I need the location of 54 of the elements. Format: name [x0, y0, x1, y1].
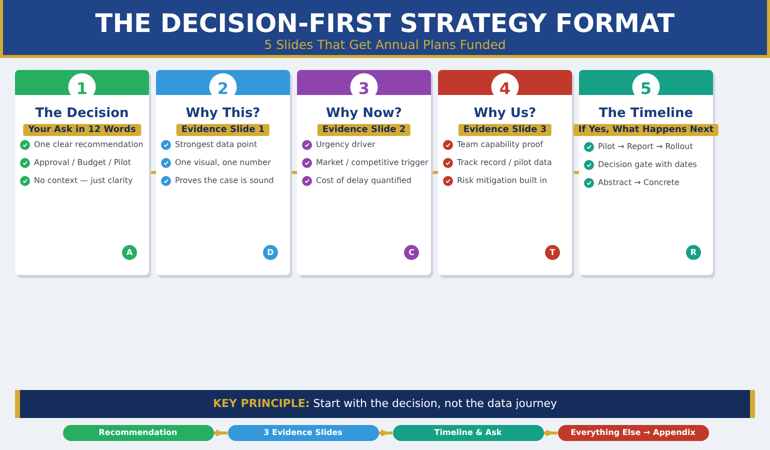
slide-card	[297, 70, 431, 275]
flow-step-pill: 3 Evidence Slides	[228, 425, 378, 441]
bullet-text: Abstract → Concrete	[598, 178, 680, 188]
bullet-text: One clear recommendation	[34, 140, 144, 150]
arrow	[378, 430, 392, 436]
arrow	[214, 430, 228, 436]
letter-badge: T	[545, 245, 560, 260]
section-tag: Evidence Slide 1	[176, 124, 270, 136]
bullet-text: Strongest data point	[175, 140, 258, 150]
flow-step-pill: Timeline & Ask	[392, 425, 544, 441]
flow-step-pill: Everything Else → Appendix	[558, 425, 708, 441]
card-title: Why Now?	[326, 106, 402, 122]
card-title: Why This?	[186, 106, 260, 122]
step-number: 5	[632, 73, 660, 95]
flow-step-pill: Recommendation	[62, 425, 214, 441]
bullet-text: Proves the case is sound	[175, 176, 274, 186]
letter-badge: D	[263, 245, 278, 260]
bullet-text: Urgency driver	[316, 140, 376, 150]
slide-card	[156, 70, 290, 275]
bullet-text: Team capability proof	[457, 140, 543, 150]
connector-line	[149, 171, 156, 174]
letter-badge: C	[404, 245, 419, 260]
slide-card	[438, 70, 572, 275]
bullet-text: Cost of delay quantified	[316, 176, 412, 186]
card-title: The Decision	[35, 106, 129, 122]
bullet-text: Risk mitigation built in	[457, 176, 547, 186]
section-tag: Your Ask in 12 Words	[23, 124, 141, 136]
section-tag: If Yes, What Happens Next	[573, 124, 719, 136]
bullet-text: Market / competitive trigger	[316, 158, 428, 168]
bullet-text: Decision gate with dates	[598, 160, 697, 170]
step-number: 3	[350, 73, 378, 95]
page-title: THE DECISION-FIRST STRATEGY FORMAT	[95, 8, 675, 40]
section-tag: Evidence Slide 2	[317, 124, 411, 136]
principle-banner: KEY PRINCIPLE: Start with the decision, not the data journey	[15, 390, 755, 418]
connector-line	[290, 171, 297, 174]
step-number: 2	[209, 73, 237, 95]
slide-card	[579, 70, 713, 275]
subtitle: 5 Slides That Get Annual Plans Funded	[264, 38, 506, 52]
bullet-text: No context — just clarity	[34, 176, 133, 186]
slide-card	[15, 70, 149, 275]
step-number: 1	[68, 73, 96, 95]
bullet-text: Pilot → Report → Rollout	[598, 142, 693, 152]
connector-line	[572, 171, 579, 174]
step-number: 4	[491, 73, 519, 95]
arrow	[544, 430, 558, 436]
section-tag: Evidence Slide 3	[458, 124, 552, 136]
letter-badge: A	[122, 245, 137, 260]
card-title: The Timeline	[598, 106, 694, 122]
connector-line	[431, 171, 438, 174]
card-title: Why Us?	[474, 106, 536, 122]
bullet-text: Track record / pilot data	[457, 158, 552, 168]
bullet-text: One visual, one number	[175, 158, 271, 168]
letter-badge: R	[686, 245, 701, 260]
bullet-text: Approval / Budget / Pilot	[34, 158, 131, 168]
